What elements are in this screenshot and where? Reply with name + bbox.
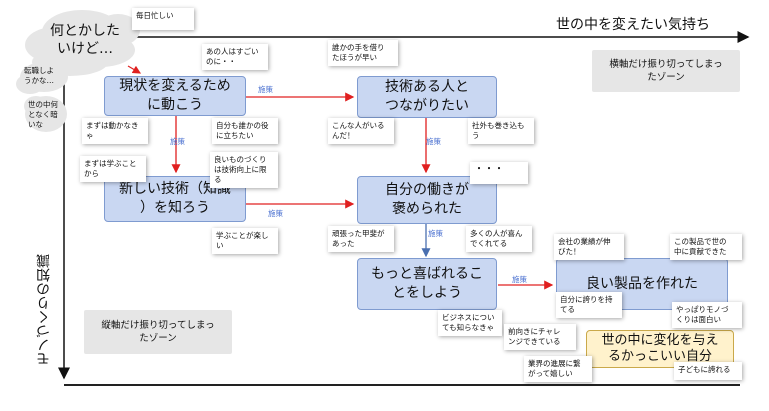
note-that-person: あの人はすごい のに・・ xyxy=(202,44,268,70)
note-such-people: こんな人がいる んだ！ xyxy=(328,118,394,144)
edge-label-3: 施策 xyxy=(426,137,441,146)
zone-horizontal: 横軸だけ振り切ってしまっ たゾーン xyxy=(592,50,740,92)
zone-vertical: 縦軸だけ振り切ってしまっ たゾーン xyxy=(84,310,232,354)
note-making-fun: やっぱりモノづ くりは面白い xyxy=(672,302,742,328)
note-pride: 自分に誇りを持 てる xyxy=(556,292,622,318)
note-help-others: 自分も誰かの役 に立ちたい xyxy=(212,118,278,144)
thought-cloud-small1 xyxy=(16,62,68,94)
box-cool-self: 世の中に変化を与え るかっこいい自分 xyxy=(586,330,734,368)
note-borrow-hands: 誰かの手を借り たほうが早い xyxy=(328,40,398,66)
note-involve-outside: 社外も巻き込も う xyxy=(468,118,534,144)
note-contribute: この製品で世の 中に貢献できた xyxy=(670,234,742,260)
y-axis-label: モノづくりの知識 xyxy=(36,254,52,366)
cloud-small2-text: 世の中何 となく暗 いな xyxy=(28,100,58,129)
note-positive-challenge: 前向きにチャレ ンジできている xyxy=(504,324,576,350)
note-many-pleased: 多くの人が喜ん でくれてる xyxy=(466,226,532,252)
box-change-status: 現状を変えるため に動こう xyxy=(104,76,246,116)
note-fun-learning: 学ぶことが楽し い xyxy=(212,228,278,254)
edge-label-1: 施策 xyxy=(258,85,273,94)
thought-cloud-main xyxy=(25,10,140,76)
thought-cloud-small2 xyxy=(24,96,67,132)
note-business-grew: 会社の業績が伸 びた！ xyxy=(554,234,624,260)
note-good-making: 良いものづくり は技術向上に限 る xyxy=(210,152,278,188)
note-must-move: まずは動かなき ゃ xyxy=(82,118,148,144)
box-praised: 自分の働きが 褒められた xyxy=(357,176,497,224)
cloud-small1-text: 転職しよ うかな… xyxy=(24,66,54,85)
box-connect-experts: 技術ある人と つながりたい xyxy=(357,76,497,118)
x-axis-label: 世の中を変えたい気持ち xyxy=(556,17,710,33)
box-more-pleased: もっと喜ばれるこ とをしよう xyxy=(357,258,497,310)
note-business-knowledge: ビジネスについ ても知らなきゃ xyxy=(438,310,502,336)
edge-label-5: 施策 xyxy=(428,229,443,238)
note-proud-to-children: 子どもに誇れる xyxy=(674,362,742,380)
edge-label-6: 施策 xyxy=(512,275,527,284)
edge-label-4: 施策 xyxy=(268,209,283,218)
note-ellipsis: ・・・ xyxy=(470,162,528,184)
note-busy: 毎日忙しい xyxy=(132,8,194,30)
arrow-into-b1 xyxy=(127,65,142,74)
cloud-main-text: 何とかした いけど… xyxy=(50,23,120,57)
note-industry-progress: 業界の進展に繋 がって嬉しい xyxy=(524,356,592,382)
edge-label-2: 施策 xyxy=(170,137,185,146)
note-worth-effort: 頑張った甲斐が あった xyxy=(328,226,394,252)
note-learn-first: まずは学ぶこと から xyxy=(80,156,146,182)
